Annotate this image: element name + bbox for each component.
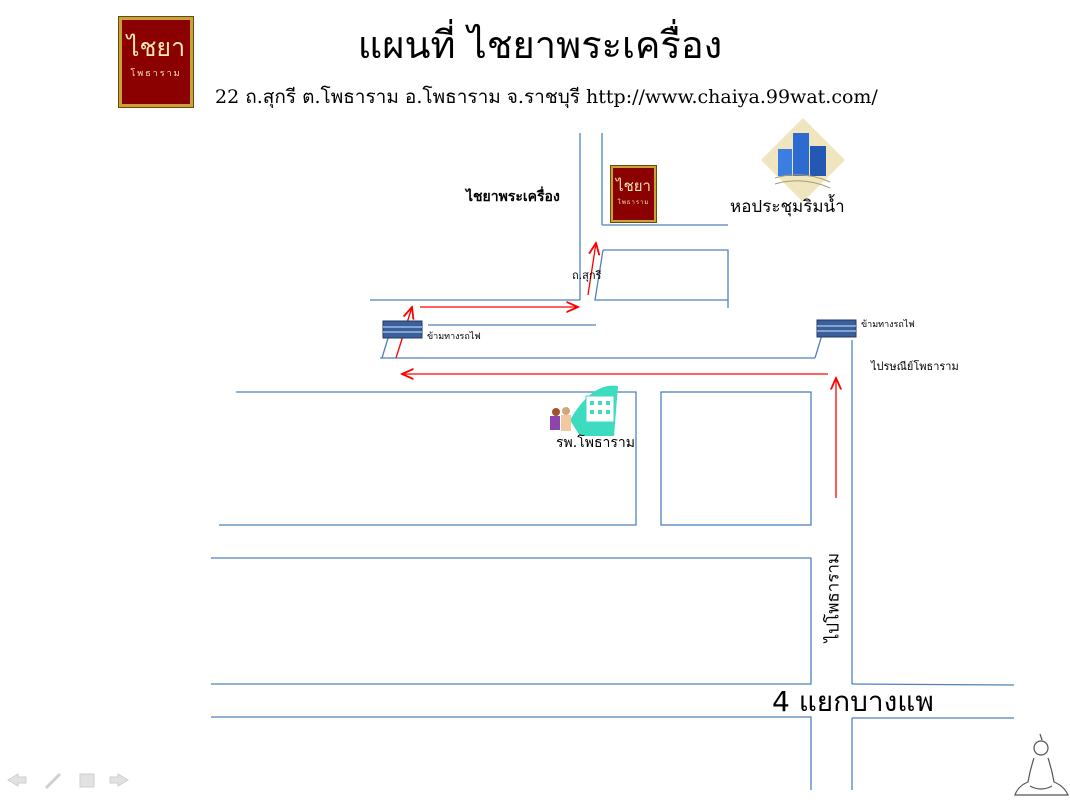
map-logo-sub-text: โพธาราม	[617, 199, 650, 206]
buddha-icon	[1014, 733, 1069, 796]
intersection-label: 4 แยกบางแพ	[772, 685, 934, 718]
route-arrows	[395, 243, 836, 498]
hospital-icon	[550, 385, 618, 436]
post-office-label: ไปรษณีย์โพธาราม	[871, 360, 959, 373]
logo-chaiya: ไชยา โพธาราม	[119, 17, 193, 107]
page-title: แผนที่ ไชยาพระเครื่อง	[357, 23, 723, 67]
logo-main-text: ไชยา	[126, 33, 186, 62]
slide-nav-icons[interactable]	[7, 772, 129, 790]
map-logo-main-text: ไชยา	[616, 177, 651, 195]
logo-sub-text: โพธาราม	[130, 69, 182, 79]
road-lines	[211, 133, 1015, 790]
crossing-right-label: ข้ามทางรถไฟ	[861, 320, 915, 330]
railway-crossing-icon	[382, 320, 423, 339]
road-label: ถ.สุกรี	[572, 269, 602, 282]
address-line: 22 ถ.สุกรี ต.โพธาราม อ.โพธาราม จ.ราชบุรี…	[215, 86, 878, 108]
map-shop-logo: ไชยา โพธาราม	[611, 166, 656, 222]
hall-label: หอประชุมริมน้ำ	[730, 197, 845, 217]
railway-crossing-icon	[816, 319, 857, 338]
hospital-label: รพ.โพธาราม	[556, 435, 635, 451]
buildings-icon	[761, 118, 845, 202]
shop-label: ไชยาพระเครื่อง	[466, 189, 560, 205]
crossing-left-label: ข้ามทางรถไฟ	[427, 332, 481, 342]
to-photharam-label: ไปโพธาราม	[823, 552, 844, 643]
